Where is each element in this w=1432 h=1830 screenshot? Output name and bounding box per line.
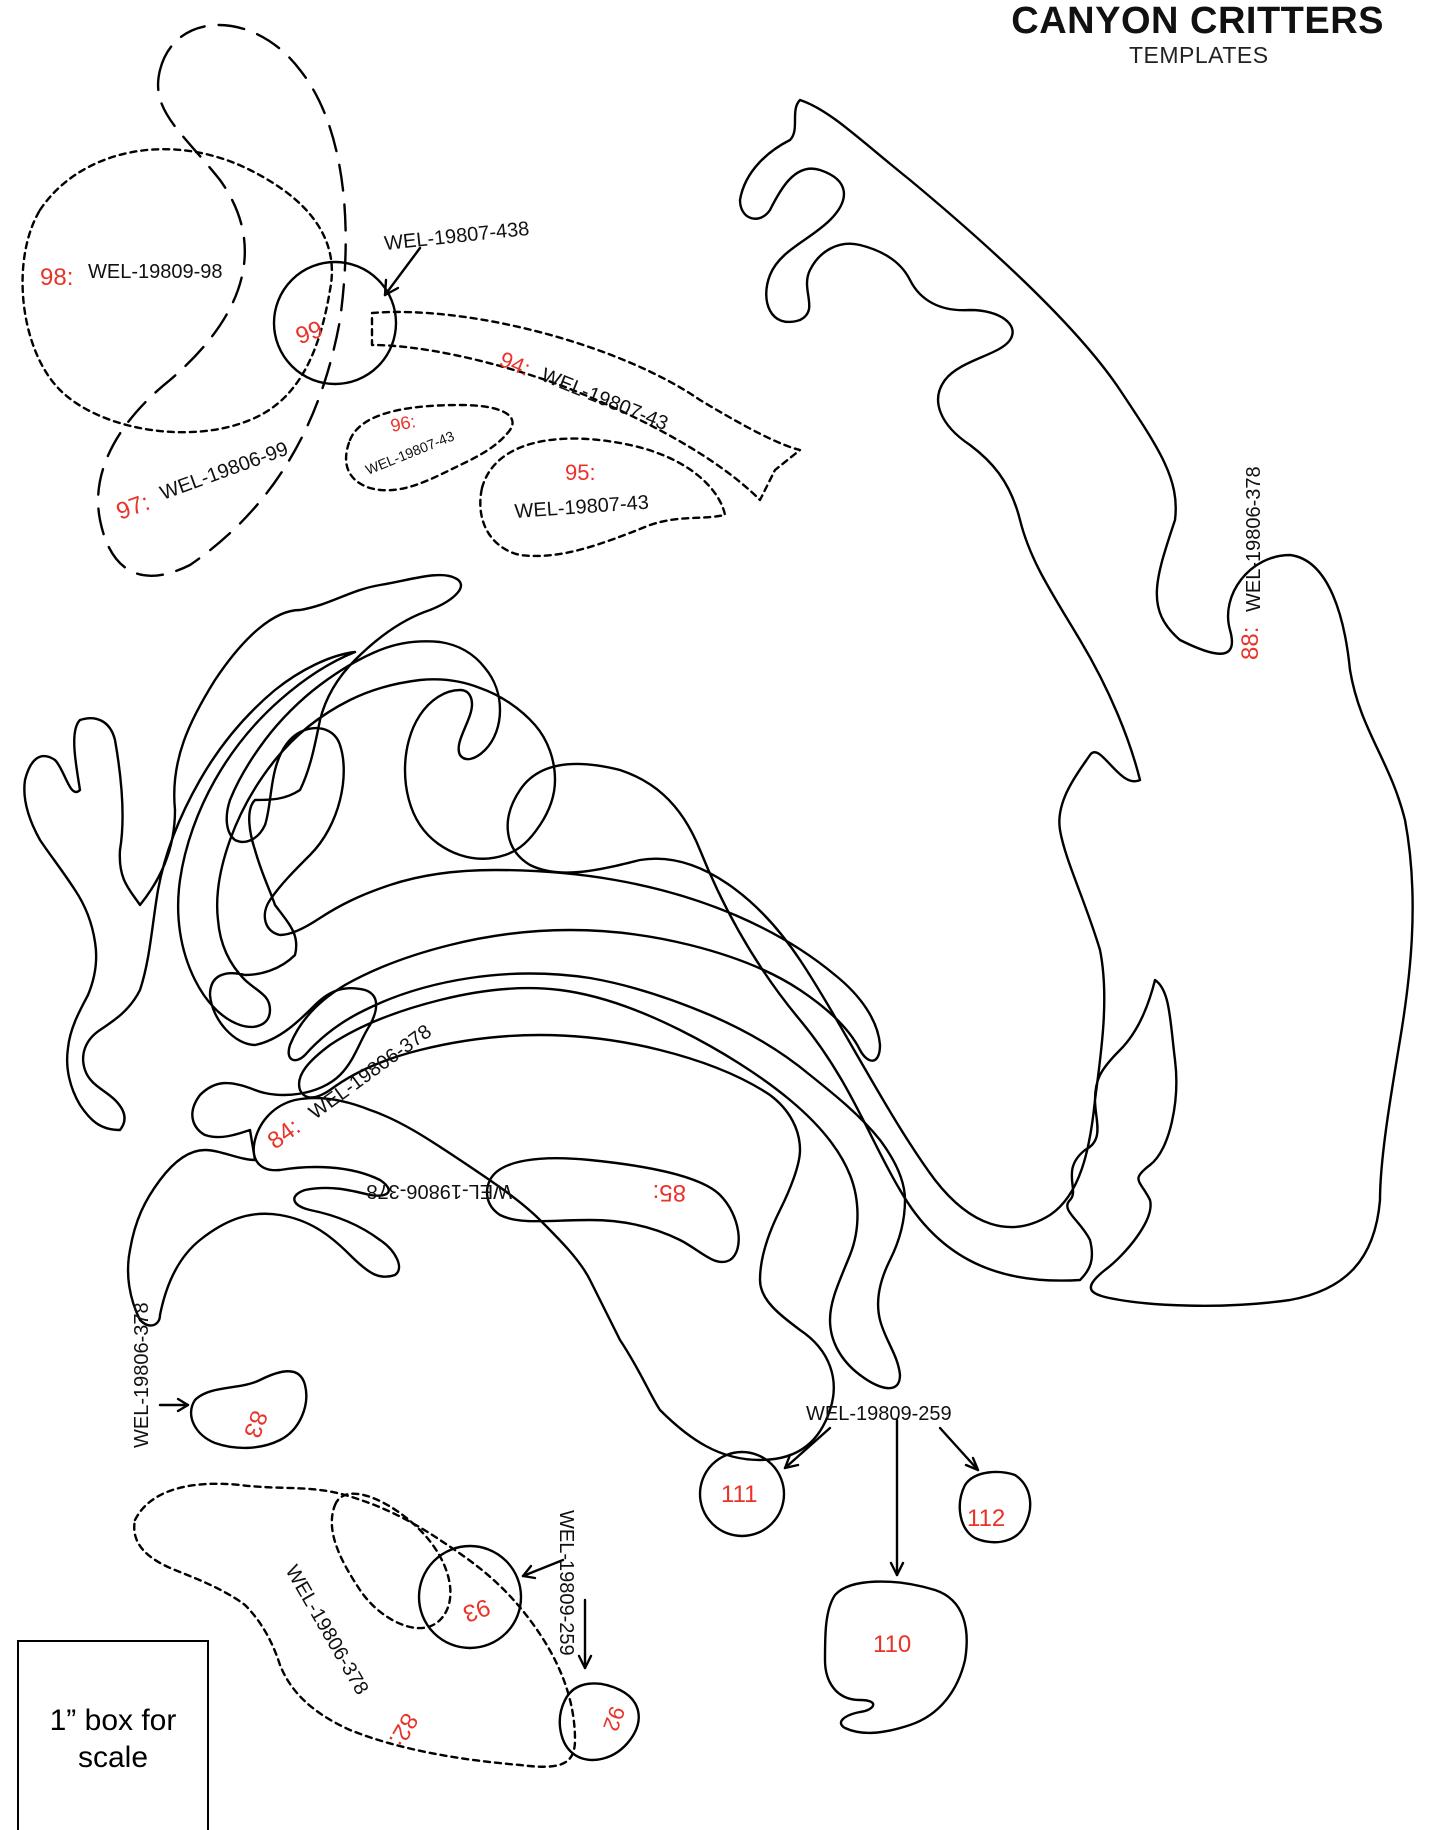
arrow-438 [383, 246, 422, 297]
label-96-code: WEL-19807-43 [363, 428, 457, 478]
label-82-code: WEL-19806-378 [281, 1562, 373, 1699]
template-94-outline [370, 310, 802, 502]
arrow-93 [521, 1558, 565, 1578]
label-95-code: WEL-19807-43 [514, 492, 650, 523]
label-99-num: 99 [292, 316, 326, 351]
label-83-num: 83 [238, 1407, 273, 1441]
label-85-code: WEL-19806-378 [366, 1180, 512, 1202]
template-83-outline [189, 1370, 308, 1450]
label-85-num: 85: [653, 1179, 686, 1206]
template-95-outline [479, 437, 727, 558]
arrow-112-head [964, 1456, 980, 1472]
label-112-num: 112 [967, 1505, 1005, 1532]
template-110-outline [823, 1580, 968, 1735]
template-93-inner-outline [330, 1492, 452, 1630]
template-97-outline [96, 24, 347, 577]
label-93-code: WEL-19809-259 [555, 1510, 577, 1656]
label-97-code: WEL-19806-99 [157, 438, 291, 505]
arrow-112 [938, 1426, 980, 1472]
arrow-438-head [383, 278, 400, 297]
label-88-code: WEL-19806-378 [1243, 466, 1265, 612]
label-438-code: WEL-19807-438 [383, 218, 530, 255]
scale-box-label: 1” box for scale [49, 1704, 177, 1774]
label-259-code: WEL-19809-259 [806, 1403, 952, 1425]
label-97-num: 97: [113, 489, 154, 526]
page-subtitle: TEMPLATES [1129, 42, 1269, 68]
label-92-num: 92 [598, 1703, 630, 1735]
arrow-93-head [521, 1564, 537, 1580]
arrow-110-head [889, 1561, 905, 1577]
template-92-outline [558, 1682, 640, 1762]
label-96-num: 96: [389, 411, 418, 436]
label-111-num: 111 [721, 1481, 757, 1508]
arrow-111-head [783, 1453, 800, 1470]
label-94-code: WEL-19807-43 [538, 364, 671, 435]
label-95-num: 95: [565, 460, 596, 485]
page-title: CANYON CRITTERS [1011, 0, 1384, 42]
template-93-outline [417, 1544, 523, 1650]
template-96-outline [344, 403, 514, 492]
template-85-outline [485, 1157, 740, 1264]
label-94-num: 94: [496, 346, 534, 381]
scale-box: 1” box for scale [17, 1640, 209, 1830]
label-84-num: 84: [263, 1113, 306, 1154]
label-98-num: 98: [40, 264, 73, 291]
template-112-outline [958, 1470, 1032, 1544]
label-93-num: 93 [459, 1593, 493, 1628]
arrow-111 [783, 1426, 832, 1470]
arrow-83-head [176, 1397, 190, 1413]
template-99-outline [272, 260, 398, 386]
label-110-num: 110 [873, 1631, 911, 1658]
template-84-outline [23, 573, 907, 1462]
label-98-code: WEL-19809-98 [88, 261, 223, 283]
arrow-92-head [577, 1654, 593, 1670]
template-88-outline [506, 98, 1414, 1307]
template-111-outline [698, 1450, 786, 1538]
label-83-code: WEL-19806-378 [131, 1302, 153, 1448]
label-88-num: 88: [1237, 627, 1264, 660]
